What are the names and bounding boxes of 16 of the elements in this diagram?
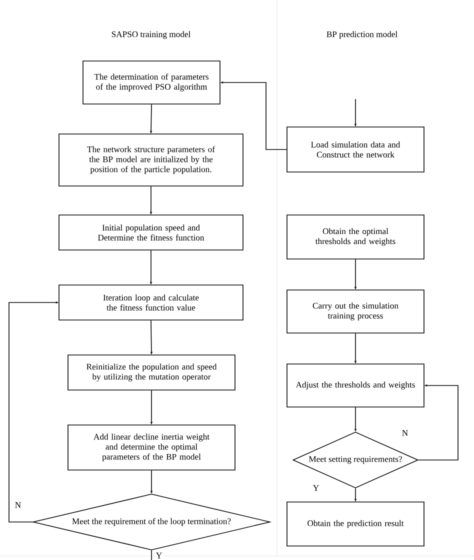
process-box: Initial population speed and Determine the fitness function xyxy=(58,214,244,250)
section-title: SAPSO training model xyxy=(112,31,190,39)
process-box: Carry out the simulation training process xyxy=(286,290,424,334)
process-box: The network structure parameters of the BP model are initialized by the position of the particle population. xyxy=(58,134,244,186)
process-box: Load simulation data and Construct the network xyxy=(286,126,424,172)
process-box: Obtain the prediction result xyxy=(286,502,424,546)
section-title: BP prediction model xyxy=(326,31,398,39)
edge-label: N xyxy=(400,429,410,437)
process-box: Adjust the thresholds and weights xyxy=(286,364,424,408)
process-box: Reinitialize the population and speed by utilizing the mutation operator xyxy=(68,354,236,390)
process-box: Iteration loop and calculate the fitness function value xyxy=(58,284,244,320)
edge-label: Y xyxy=(154,552,164,560)
process-box: Obtain the optimal thresholds and weights xyxy=(286,214,424,260)
process-box: The determination of parameters of the improved PSO algorithm xyxy=(82,60,220,104)
edge-label: N xyxy=(14,501,22,509)
process-box: Add linear decline inertia weight and determine the optimal parameters of the BP model xyxy=(68,424,236,470)
